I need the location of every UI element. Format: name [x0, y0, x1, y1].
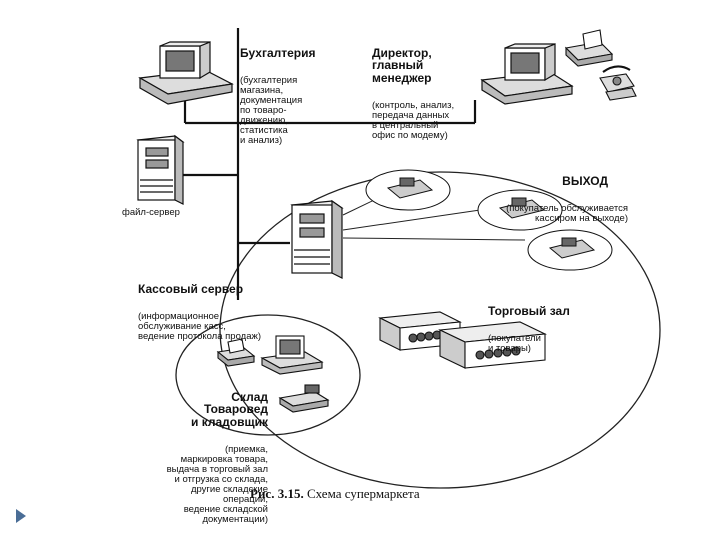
warehouse-computer-icon	[260, 335, 324, 375]
warehouse-title: Склад Товаровед и кладовщик	[191, 389, 268, 429]
warehouse-node: Склад Товаровед и кладовщик (приемка, ма…	[120, 374, 268, 542]
printer-icon	[564, 29, 614, 67]
cash-server-icon	[290, 199, 344, 279]
sales-floor-ellipse	[219, 171, 661, 489]
director-title: Директор, главный менеджер	[372, 45, 432, 85]
cash-server-node: Кассовый сервер (информационное обслужив…	[138, 266, 261, 359]
accounting-detail: (бухгалтерия магазина, документация по т…	[240, 75, 303, 146]
cash-server-detail: (информационное обслуживание касс, веден…	[138, 311, 261, 343]
director-detail: (контроль, анализ, передача данных в цен…	[372, 100, 455, 142]
warehouse-ellipse	[175, 314, 361, 436]
file-server-label: файл-сервер	[122, 207, 180, 218]
scales-icon	[278, 384, 330, 413]
accounting-computer-icon	[138, 41, 234, 105]
sales-floor-detail: (покупатели и товары)	[488, 333, 541, 355]
store-shelf-icon	[437, 321, 548, 369]
sales-floor-title: Торговый зал	[488, 303, 570, 318]
director-computer-icon	[480, 43, 574, 105]
cash-register-icon	[477, 189, 563, 231]
warehouse-printer-icon	[216, 338, 256, 367]
director-node: Директор, главный менеджер (контроль, ан…	[372, 30, 454, 158]
cash-register-icon	[365, 169, 451, 211]
telephone-icon	[599, 65, 637, 101]
network-lines	[183, 28, 477, 300]
cash-server-title: Кассовый сервер	[138, 281, 244, 296]
accounting-title: Бухгалтерия	[240, 45, 316, 60]
exit-title: ВЫХОД	[562, 173, 608, 188]
accounting-node: Бухгалтерия (бухгалтерия магазина, докум…	[240, 30, 316, 163]
figure-caption-text: Схема супермаркета	[306, 486, 420, 501]
figure-caption: Рис. 3.15. Схема супермаркета	[250, 486, 420, 502]
cash-register-icon	[527, 229, 613, 271]
figure-number: Рис. 3.15.	[250, 486, 304, 501]
exit-detail: (покупатель обслуживается кассиром на вы…	[506, 203, 628, 225]
next-slide-arrow-icon[interactable]	[16, 509, 26, 523]
file-server-icon	[136, 134, 185, 205]
sales-floor-node: Торговый зал (покупатели и товары)	[488, 288, 570, 371]
exit-node: ВЫХОД (покупатель обслуживается кассиром…	[460, 158, 628, 241]
warehouse-detail: (приемка, маркировка товара, выдача в то…	[166, 444, 268, 526]
